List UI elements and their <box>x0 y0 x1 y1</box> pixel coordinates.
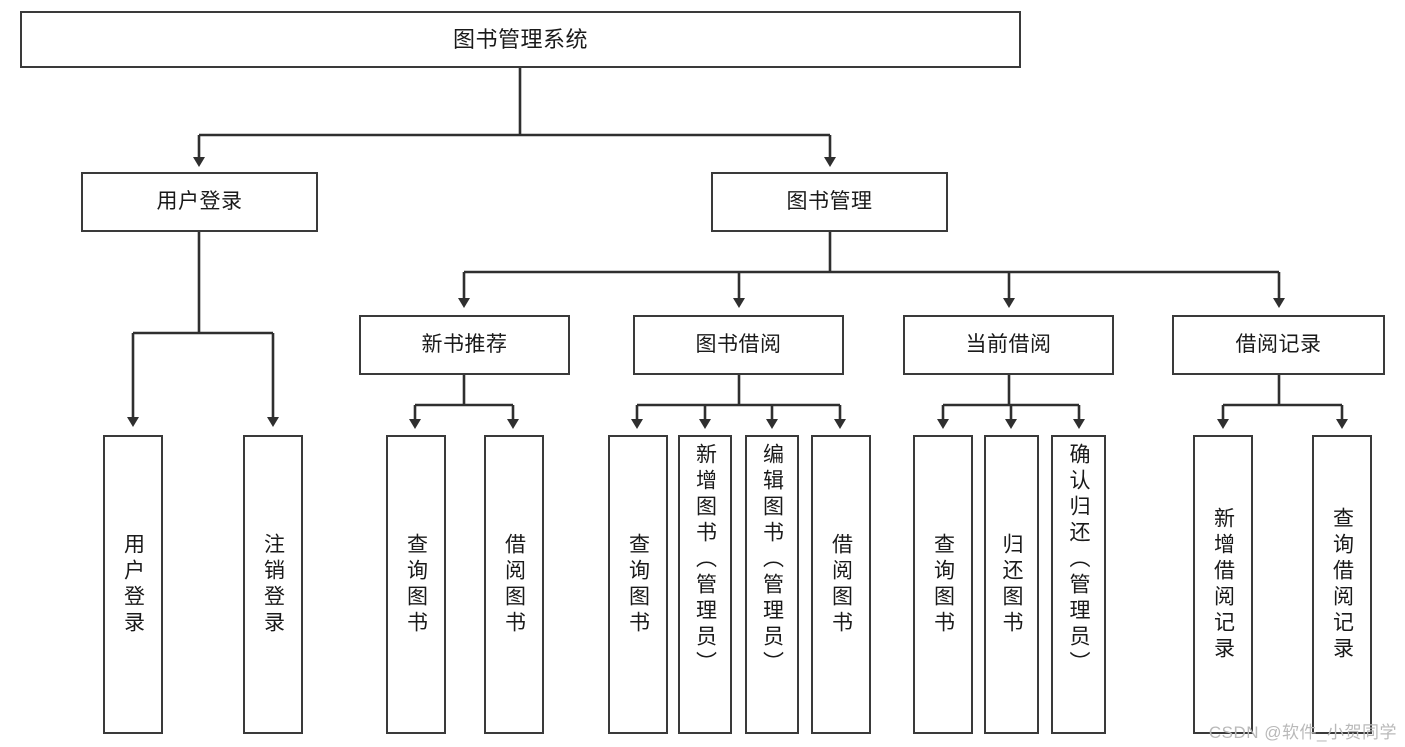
node-label: 图书管理 <box>786 189 873 213</box>
leaf-record-add-record[interactable]: 新增借阅记录 <box>1193 435 1253 734</box>
node-label: 新增借阅记录 <box>1211 506 1235 663</box>
node-label: 借阅图书 <box>829 532 853 637</box>
watermark: CSDN @软件_小贺同学 <box>1208 723 1397 742</box>
node-label: 注销登录 <box>261 532 285 637</box>
node-label: 借阅记录 <box>1235 332 1322 356</box>
node-label: 查询图书 <box>626 532 650 637</box>
leaf-recommend-query-book[interactable]: 查询图书 <box>386 435 446 734</box>
node-book-borrow[interactable]: 图书借阅 <box>633 315 844 375</box>
node-label: 查询图书 <box>931 532 955 637</box>
node-label: 编辑图书（管理员） <box>760 443 784 677</box>
leaf-user-login-login[interactable]: 用户登录 <box>103 435 163 734</box>
leaf-borrow-borrow-book[interactable]: 借阅图书 <box>811 435 871 734</box>
node-current-borrow[interactable]: 当前借阅 <box>903 315 1114 375</box>
node-label: 图书管理系统 <box>452 26 588 52</box>
node-label: 用户登录 <box>121 532 145 637</box>
node-label: 新增图书（管理员） <box>693 443 717 677</box>
node-label: 确认归还（管理员） <box>1067 443 1090 677</box>
node-label: 借阅图书 <box>502 532 526 637</box>
node-book-management-system[interactable]: 图书管理系统 <box>20 11 1021 68</box>
leaf-current-confirm-return-admin[interactable]: 确认归还（管理员） <box>1051 435 1106 734</box>
leaf-recommend-borrow-book[interactable]: 借阅图书 <box>484 435 544 734</box>
leaf-user-login-logout[interactable]: 注销登录 <box>243 435 303 734</box>
leaf-current-return-book[interactable]: 归还图书 <box>984 435 1039 734</box>
node-label: 归还图书 <box>1000 532 1023 637</box>
leaf-borrow-edit-book-admin[interactable]: 编辑图书（管理员） <box>745 435 799 734</box>
leaf-borrow-add-book-admin[interactable]: 新增图书（管理员） <box>678 435 732 734</box>
node-label: 当前借阅 <box>965 332 1052 356</box>
node-borrow-record[interactable]: 借阅记录 <box>1172 315 1385 375</box>
node-user-login[interactable]: 用户登录 <box>81 172 318 232</box>
leaf-current-query-book[interactable]: 查询图书 <box>913 435 973 734</box>
node-label: 图书借阅 <box>695 332 782 356</box>
node-book-management[interactable]: 图书管理 <box>711 172 948 232</box>
leaf-record-query-record[interactable]: 查询借阅记录 <box>1312 435 1372 734</box>
node-label: 新书推荐 <box>421 332 508 356</box>
node-new-book-recommend[interactable]: 新书推荐 <box>359 315 570 375</box>
node-label: 查询借阅记录 <box>1330 506 1354 663</box>
node-label: 用户登录 <box>156 189 243 213</box>
leaf-borrow-query-book[interactable]: 查询图书 <box>608 435 668 734</box>
node-label: 查询图书 <box>404 532 428 637</box>
